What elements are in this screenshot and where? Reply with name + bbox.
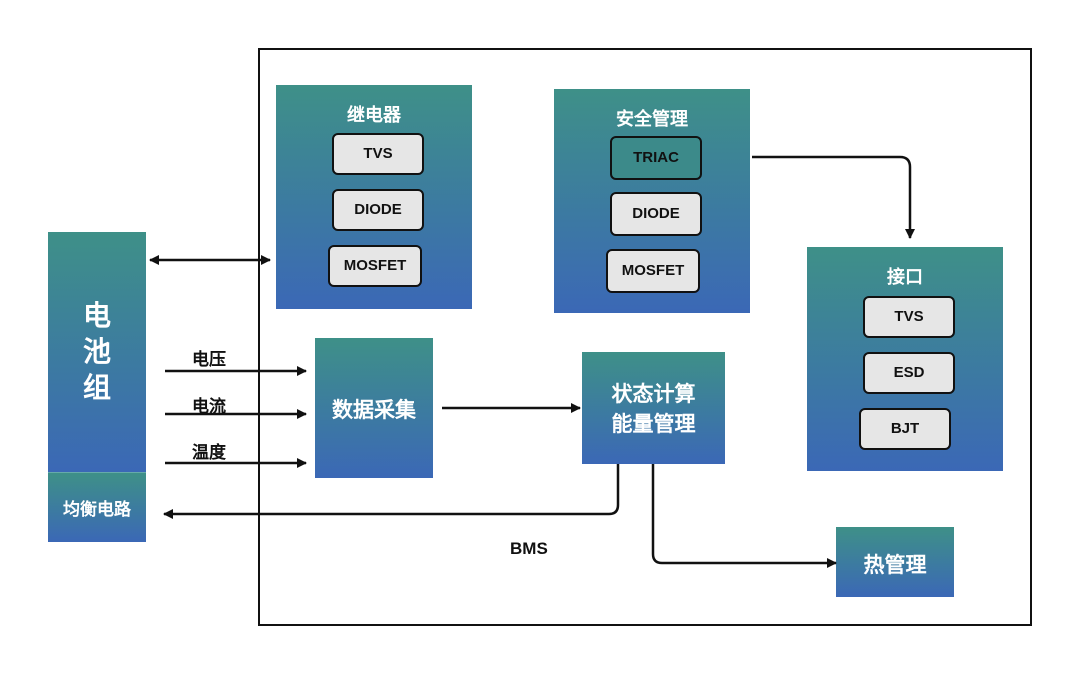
interface-chip-esd: ESD: [863, 352, 955, 394]
relay-chip-tvs: TVS: [332, 133, 424, 175]
safety-chip-triac: TRIAC: [610, 136, 702, 180]
battery-pack-block: 电 池 组: [48, 232, 146, 472]
relay-block: 继电器 TVS DIODE MOSFET: [276, 85, 472, 309]
signal-current-label: 电流: [192, 397, 226, 417]
balance-circuit-title: 均衡电路: [63, 500, 131, 520]
interface-title: 接口: [887, 267, 923, 288]
data-acquisition-block: 数据采集: [315, 338, 433, 478]
data-acquisition-title: 数据采集: [332, 398, 416, 422]
relay-chip-mosfet: MOSFET: [328, 245, 422, 287]
state-calc-title: 状态计算: [611, 382, 696, 406]
relay-title: 继电器: [347, 105, 401, 126]
interface-chip-bjt: BJT: [859, 408, 951, 450]
balance-circuit-block: 均衡电路: [48, 472, 146, 542]
state-energy-block: 状态计算 能量管理: [582, 352, 725, 464]
bms-boundary: [258, 48, 1032, 626]
safety-chip-diode: DIODE: [610, 192, 702, 236]
signal-temperature-label: 温度: [192, 443, 226, 463]
battery-pack-title: 电 池 组: [82, 299, 111, 404]
relay-chip-diode: DIODE: [332, 189, 424, 231]
state-to-balance-arrow: [163, 464, 620, 519]
safety-block: 安全管理 TRIAC DIODE MOSFET: [554, 89, 750, 313]
interface-chip-tvs: TVS: [863, 296, 955, 338]
interface-block: 接口 TVS ESD BJT: [807, 247, 1003, 471]
state-to-thermal-arrow: [651, 464, 837, 568]
safety-title: 安全管理: [616, 109, 688, 130]
bms-label: BMS: [510, 539, 548, 558]
signal-voltage-label: 电压: [192, 350, 226, 370]
thermal-title: 热管理: [863, 553, 927, 577]
safety-to-interface-arrow: [752, 155, 915, 239]
safety-chip-mosfet: MOSFET: [606, 249, 700, 293]
thermal-block: 热管理: [836, 527, 954, 597]
energy-mgmt-title: 能量管理: [611, 412, 696, 436]
